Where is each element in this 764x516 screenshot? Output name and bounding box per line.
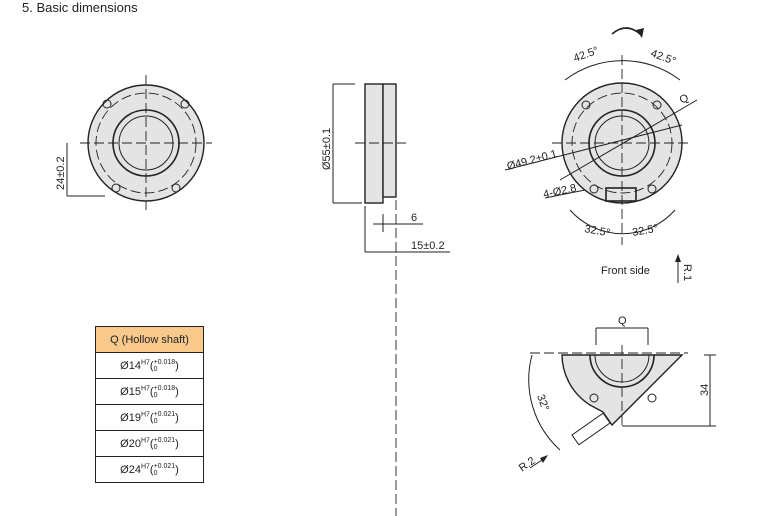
shaft-size: Ø20 [120,437,141,450]
rotation-arrow-icon [611,27,641,35]
dim-diameter: Ø55±0.1 [321,128,333,170]
lower-tol: 0 [153,469,158,477]
caption-front-side: Front side [601,265,650,277]
front-view: 42.5° 42.5° Q Ø49.2±0.1 4-Ø2.8 32.5° 32.… [504,27,698,283]
angle-bottom-left: 32.5° [583,223,611,239]
bolt-hole [102,99,190,193]
lower-tol: 0 [153,365,158,373]
section-title: 5. Basic dimensions [22,0,138,15]
shaft-size: Ø15 [120,385,141,398]
fit: H7 [140,462,150,470]
dim-34: 34 [699,384,711,396]
dim-holes: 4-Ø2.8 [542,182,577,201]
lower-tol: 0 [153,417,158,425]
view-label-r2: R.2 [517,455,538,475]
dim-length: 15±0.2 [411,240,445,252]
dim-6: 6 [411,212,417,224]
back-view: 24±0.2 [55,75,212,210]
upper-tol: +0.021 [153,436,176,444]
fit: H7 [140,436,150,444]
dim-height: 24±0.2 [55,156,67,190]
view-arrow-icon [540,455,548,463]
angle-top-left: 42.5° [572,45,600,65]
view-label-r1: R.1 [681,264,693,281]
upper-tol: +0.021 [153,410,176,418]
fit: H7 [140,410,150,418]
side-view: Ø55±0.1 6 15±0.2 [321,83,450,516]
lower-tol: 0 [153,443,158,451]
shaft-size: Ø24 [120,463,141,476]
shaft-size: Ø14 [120,359,141,372]
upper-tol: +0.021 [153,462,176,470]
angle-bottom-right: 32.5° [631,223,659,239]
section-view: Q 34 32° R.2 [517,315,716,474]
fit: H7 [140,358,150,366]
angle-32: 32° [534,393,551,413]
section-label-q: Q [618,315,627,327]
table-header: Q (Hollow shaft) [95,326,204,353]
view-arrow-icon [675,254,681,262]
lower-tol: 0 [153,391,158,399]
upper-tol: +0.018 [153,384,176,392]
dim-bolt-circle: Ø49.2±0.1 [506,148,559,173]
shaft-size: Ø19 [120,411,141,424]
fit: H7 [140,384,150,392]
angle-top-right: 42.5° [649,48,677,68]
upper-tol: +0.018 [153,358,176,366]
